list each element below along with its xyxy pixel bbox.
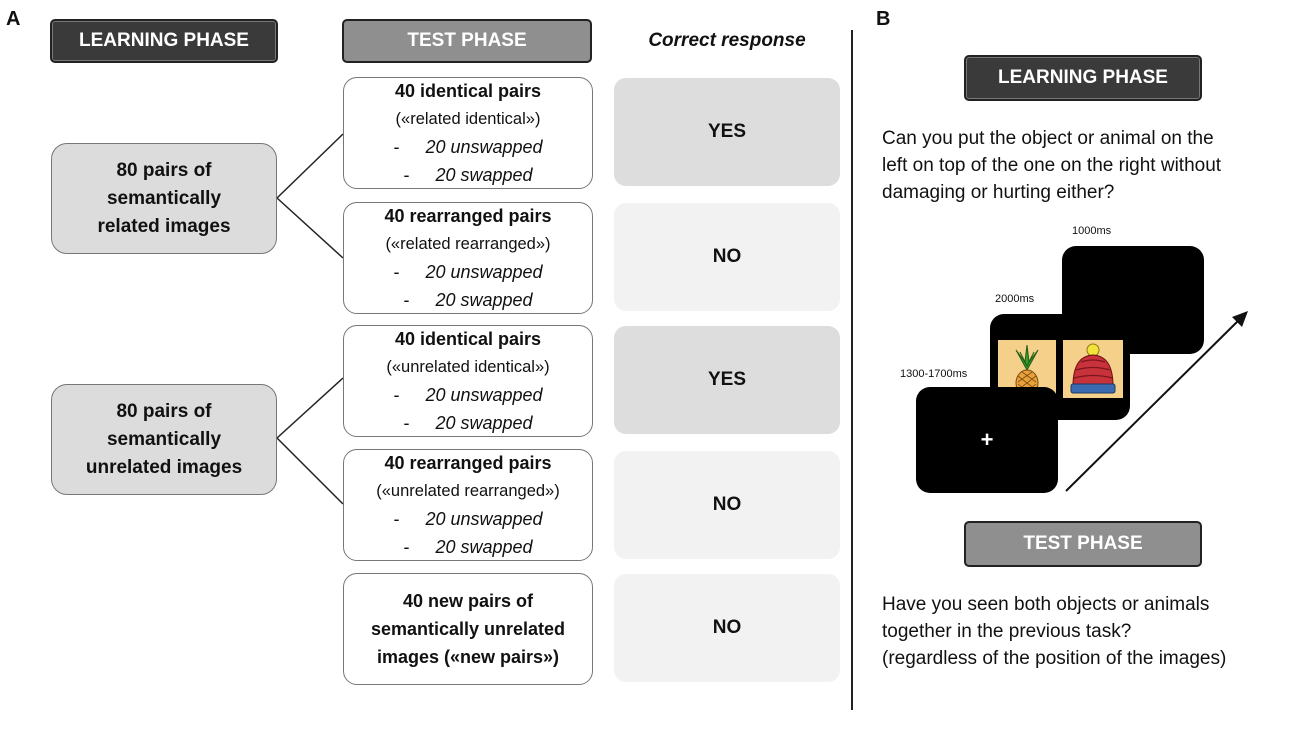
condition-item: -20 swapped	[403, 537, 533, 557]
condition-line: images («new pairs»)	[376, 647, 560, 667]
response-yes: YES	[614, 326, 840, 434]
condition-item: -20 swapped	[403, 290, 533, 310]
condition-title: 40 identical pairs	[394, 81, 542, 101]
question-line: damaging or hurting either?	[882, 182, 1115, 203]
condition-title: 40 rearranged pairs	[384, 453, 552, 473]
panel-a-letter: A	[6, 8, 21, 30]
learning-group-line: semantically	[106, 428, 222, 450]
question-line: left on top of the one on the right with…	[882, 155, 1222, 176]
learning-group-unrelated: 80 pairs of semantically unrelated image…	[51, 384, 277, 495]
learning-group-line: semantically	[106, 187, 222, 209]
timing-fixation: 1300-1700ms	[900, 368, 968, 380]
panel-b-letter: B	[876, 8, 891, 30]
condition-item: -20 swapped	[403, 413, 533, 433]
response-yes: YES	[614, 78, 840, 186]
condition-subtitle: («unrelated rearranged»)	[376, 482, 560, 500]
learning-group-line: 80 pairs of	[116, 159, 212, 181]
learning-question: Can you put the object or animal on the …	[882, 125, 1292, 206]
timing-blank: 1000ms	[1072, 225, 1112, 237]
connector-lines	[276, 133, 344, 505]
condition-item: -20 unswapped	[393, 509, 543, 529]
test-condition-related-identical: 40 identical pairs («related identical»)…	[343, 77, 593, 189]
fixation-screen: +	[916, 387, 1058, 493]
correct-response-header: Correct response	[648, 30, 806, 51]
response-no: NO	[614, 203, 840, 311]
test-condition-unrelated-rearranged: 40 rearranged pairs («unrelated rearrang…	[343, 449, 593, 561]
test-condition-related-rearranged: 40 rearranged pairs («related rearranged…	[343, 202, 593, 314]
right-image-hat	[1063, 340, 1123, 398]
response-no: NO	[614, 574, 840, 682]
condition-item: -20 unswapped	[393, 262, 543, 282]
learning-group-line: 80 pairs of	[116, 400, 212, 422]
condition-subtitle: («related identical»)	[395, 110, 541, 128]
learning-group-line: unrelated images	[85, 456, 243, 478]
learning-group-related: 80 pairs of semantically related images	[51, 143, 277, 254]
condition-title: 40 identical pairs	[394, 329, 542, 349]
learning-phase-header: LEARNING PHASE	[964, 55, 1202, 101]
test-condition-new-pairs: 40 new pairs of semantically unrelated i…	[343, 573, 593, 685]
question-line: together in the previous task?	[882, 621, 1132, 642]
condition-title: 40 rearranged pairs	[384, 206, 552, 226]
time-arrow	[1065, 311, 1248, 492]
condition-item: -20 unswapped	[393, 137, 543, 157]
connector-unrelated-identical	[276, 377, 344, 439]
condition-item: -20 swapped	[403, 165, 533, 185]
question-line: Can you put the object or animal on the	[882, 128, 1214, 149]
learning-group-line: related images	[97, 215, 231, 237]
condition-item: -20 unswapped	[393, 385, 543, 405]
test-phase-header: TEST PHASE	[342, 19, 592, 63]
connector-related-rearranged	[276, 197, 344, 259]
test-condition-unrelated-identical: 40 identical pairs («unrelated identical…	[343, 325, 593, 437]
panel-divider	[851, 30, 853, 710]
question-line: Have you seen both objects or animals	[882, 594, 1210, 615]
question-line: (regardless of the position of the image…	[882, 648, 1227, 669]
test-question: Have you seen both objects or animals to…	[882, 591, 1292, 672]
timing-images: 2000ms	[995, 293, 1035, 305]
hat-icon	[1070, 343, 1116, 394]
connector-unrelated-rearranged	[276, 437, 344, 505]
condition-subtitle: («unrelated identical»)	[386, 358, 550, 376]
condition-subtitle: («related rearranged»)	[385, 235, 551, 253]
learning-phase-header: LEARNING PHASE	[50, 19, 278, 63]
response-no: NO	[614, 451, 840, 559]
condition-line: 40 new pairs of	[402, 591, 534, 611]
test-phase-header: TEST PHASE	[964, 521, 1202, 567]
connector-related-identical	[276, 133, 344, 199]
fixation-cross: +	[980, 427, 994, 452]
condition-line: semantically unrelated	[370, 619, 566, 639]
